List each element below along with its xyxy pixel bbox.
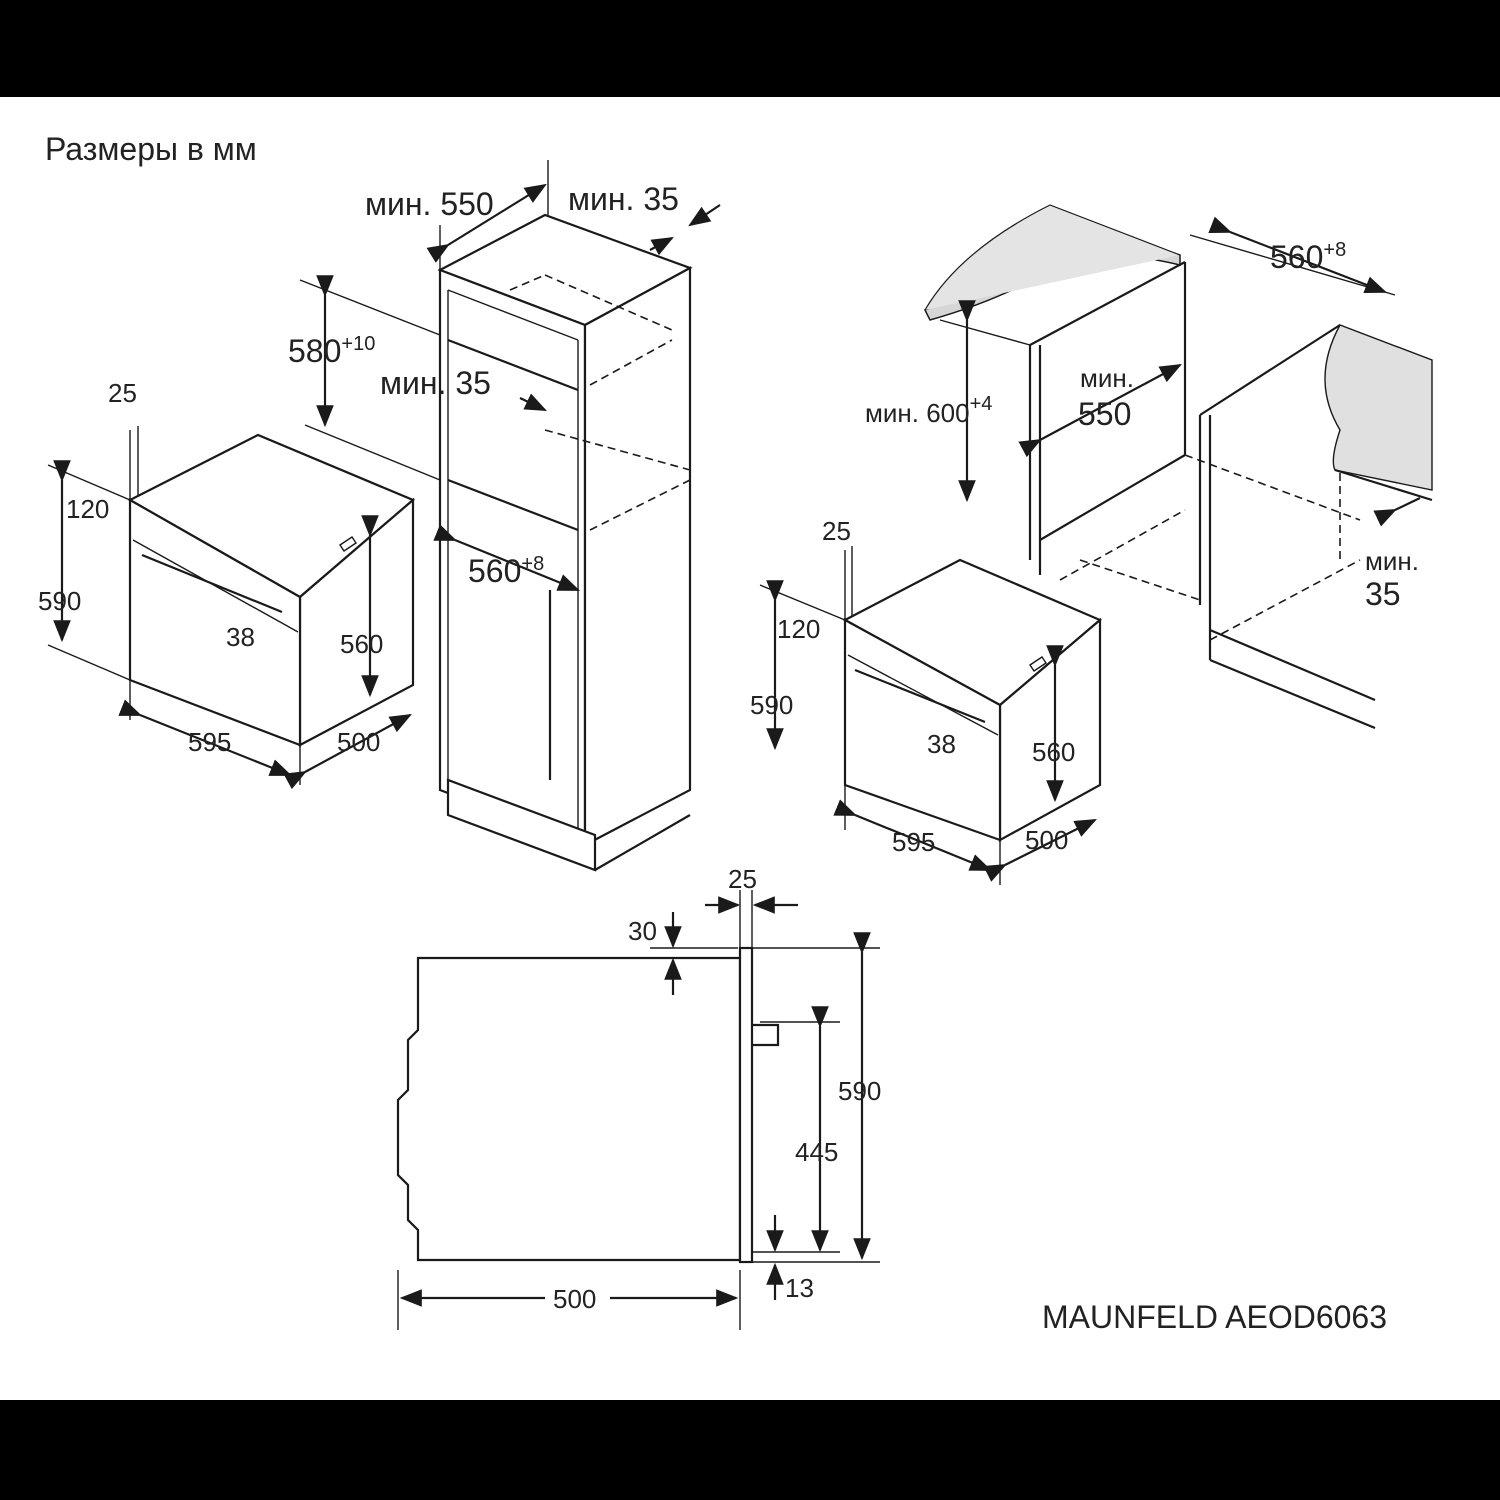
left-oven-dim-595: 595 [188,727,231,757]
cabinet-dim-min-550: мин. 550 [365,186,494,222]
right-oven-dim-560: 560 [1032,737,1075,767]
side-dim-30: 30 [628,916,657,946]
left-oven-dim-500: 500 [337,727,380,757]
right-oven-dim-25: 25 [822,516,851,546]
left-oven-dim-590: 590 [38,586,81,616]
left-oven-dim-120: 120 [66,494,109,524]
right-oven-dim-590: 590 [750,690,793,720]
counter-dim-550: 550 [1078,396,1131,432]
cabinet-dim-min-35-top: мин. 35 [568,181,679,217]
counter-dim-560: 560+8 [1270,239,1346,275]
right-oven-dim-595: 595 [892,827,935,857]
side-dim-500: 500 [553,1284,596,1314]
side-view-drawing: 25 30 590 445 13 500 [396,864,881,1330]
cabinet-dim-560: 560+8 [468,553,544,589]
under-counter-drawing: 560+8 мин. 550 мин. 600+4 мин. 35 [865,204,1433,730]
counter-dim-min-600: мин. 600+4 [865,393,992,428]
page-title: Размеры в мм [45,131,257,167]
cabinet-dim-min-35-mid: мин. 35 [380,365,491,401]
right-oven-dim-500: 500 [1025,825,1068,855]
counter-label-min-2: мин. [1365,546,1419,576]
right-oven-dim-38: 38 [927,729,956,759]
cabinet-dim-580: 580+10 [288,333,375,369]
side-dim-25: 25 [728,864,757,894]
left-oven-dim-38: 38 [226,622,255,652]
right-oven-dim-120: 120 [777,614,820,644]
left-oven-drawing: 25 120 590 38 560 595 500 [38,378,416,790]
left-oven-dim-560: 560 [340,629,383,659]
left-oven-dim-25: 25 [108,378,137,408]
side-dim-445: 445 [795,1137,838,1167]
side-dim-13: 13 [785,1273,814,1303]
side-dim-590: 590 [838,1076,881,1106]
brand-model-label: MAUNFELD AEOD6063 [1042,1299,1387,1335]
tall-cabinet-drawing: мин. 550 мин. 35 580+10 мин. 35 560+8 [288,160,721,872]
counter-label-min: мин. [1080,363,1134,393]
counter-dim-35: 35 [1365,576,1401,612]
right-oven-drawing: 25 120 590 38 560 595 500 [750,516,1103,885]
